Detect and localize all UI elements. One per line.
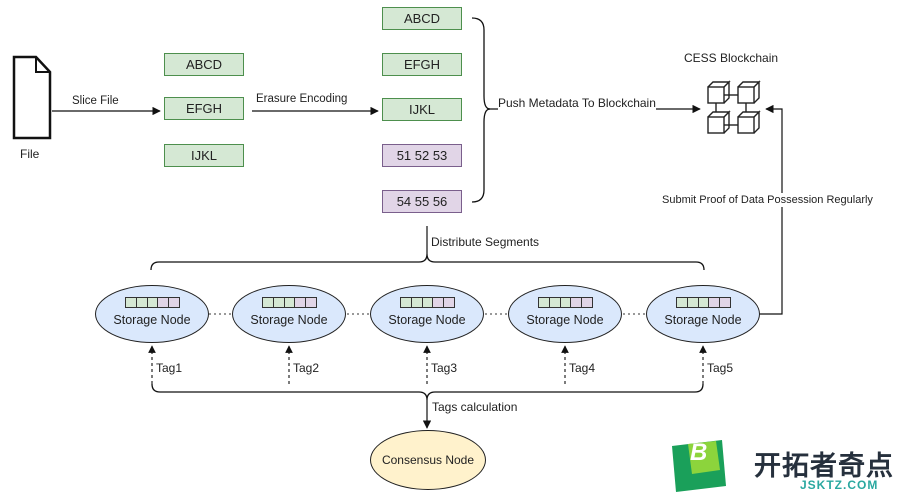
blockchain-label: CESS Blockchain bbox=[684, 51, 779, 65]
storage-node-3: Storage Node bbox=[370, 285, 484, 343]
file-label: File bbox=[20, 147, 40, 161]
segment-slots bbox=[676, 297, 731, 308]
submit-proof-label: Submit Proof of Data Possession Regularl… bbox=[662, 193, 873, 207]
distribute-segments-label: Distribute Segments bbox=[431, 235, 540, 249]
push-metadata-label: Push Metadata To Blockchain bbox=[498, 96, 656, 110]
storage-node-1: Storage Node bbox=[95, 285, 209, 343]
storage-node-2: Storage Node bbox=[232, 285, 346, 343]
tag-label: Tag1 bbox=[156, 361, 183, 375]
consensus-node-label: Consensus Node bbox=[381, 453, 475, 467]
encoded-segment-box: IJKL bbox=[382, 98, 462, 121]
watermark-logo-icon bbox=[672, 440, 726, 492]
tag-label: Tag2 bbox=[293, 361, 320, 375]
slice-file-label: Slice File bbox=[72, 95, 119, 107]
parity-segment-box: 51 52 53 bbox=[382, 144, 462, 167]
storage-node-5: Storage Node bbox=[646, 285, 760, 343]
storage-node-label: Storage Node bbox=[250, 313, 328, 327]
segment-slots bbox=[262, 297, 317, 308]
storage-node-4: Storage Node bbox=[508, 285, 622, 343]
watermark-icon-letter: B bbox=[690, 439, 708, 466]
storage-node-label: Storage Node bbox=[664, 313, 742, 327]
storage-node-label: Storage Node bbox=[388, 313, 466, 327]
slice-box: EFGH bbox=[164, 97, 244, 120]
encoded-segment-box: ABCD bbox=[382, 7, 462, 30]
tags-brace bbox=[151, 383, 704, 401]
submit-proof-arrow bbox=[759, 104, 783, 315]
segments-brace bbox=[471, 17, 491, 203]
file-icon bbox=[12, 55, 52, 140]
segment-slots bbox=[538, 297, 593, 308]
encoded-segment-box: EFGH bbox=[382, 53, 462, 76]
blockchain-icon bbox=[707, 80, 761, 134]
slice-box: IJKL bbox=[164, 144, 244, 167]
tag-label: Tag3 bbox=[431, 361, 458, 375]
consensus-node: Consensus Node bbox=[370, 430, 486, 490]
parity-segment-box: 54 55 56 bbox=[382, 190, 462, 213]
tag-label: Tag4 bbox=[569, 361, 596, 375]
segment-slots bbox=[125, 297, 180, 308]
tags-calculation-label: Tags calculation bbox=[432, 400, 518, 414]
tag-label: Tag5 bbox=[707, 361, 734, 375]
watermark-brand: 开拓者奇点 bbox=[754, 451, 894, 481]
storage-node-label: Storage Node bbox=[113, 313, 191, 327]
storage-node-label: Storage Node bbox=[526, 313, 604, 327]
slice-box: ABCD bbox=[164, 53, 244, 76]
tag-arrows bbox=[148, 345, 707, 384]
watermark-url: JSKTZ.COM bbox=[800, 478, 879, 492]
distribute-brace bbox=[150, 253, 705, 271]
segment-slots bbox=[400, 297, 455, 308]
erasure-encoding-label: Erasure Encoding bbox=[256, 93, 348, 105]
